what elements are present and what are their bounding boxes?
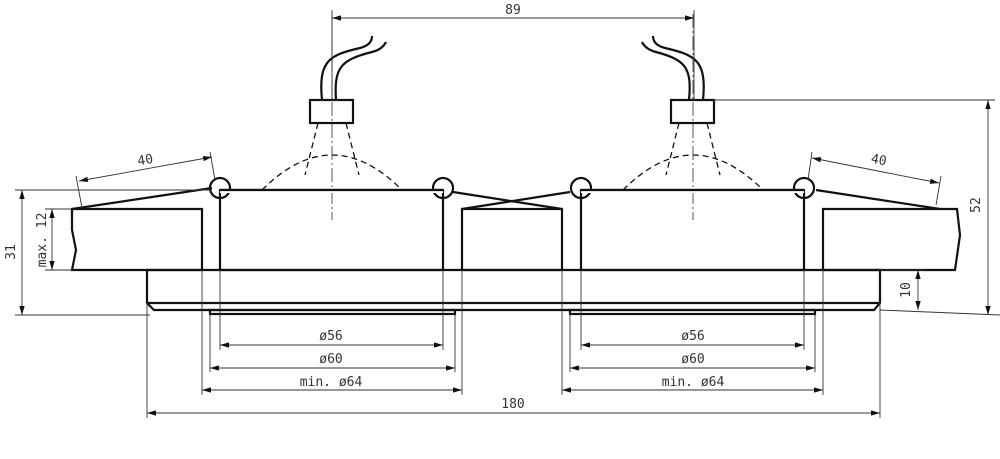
dim-right-d60: ø60 <box>681 352 704 367</box>
dim-total-width: 180 <box>501 397 524 412</box>
lamp-body-right <box>579 14 806 272</box>
dim-ceiling-max: max. 12 <box>35 213 50 268</box>
dim-wire-left: 40 <box>136 152 154 169</box>
dim-right-d64: min. ø64 <box>662 375 725 390</box>
spring-clips <box>71 176 941 211</box>
lamp-body-left <box>218 14 445 272</box>
dim-total-height: 31 <box>4 244 19 260</box>
dim-overall-height: 52 <box>969 197 984 213</box>
ceiling-section <box>70 207 962 272</box>
dim-right-d56: ø56 <box>681 329 704 344</box>
extension-lines <box>15 10 1000 418</box>
lamp-frame <box>145 268 882 316</box>
dim-left-d64: min. ø64 <box>300 375 363 390</box>
dim-spacing: 89 <box>505 3 521 18</box>
dim-frame-height: 10 <box>899 282 914 298</box>
dimension-lines <box>19 15 991 416</box>
dim-wire-right: 40 <box>870 152 888 170</box>
dim-left-d56: ø56 <box>319 329 342 344</box>
dim-left-d60: ø60 <box>319 352 342 367</box>
